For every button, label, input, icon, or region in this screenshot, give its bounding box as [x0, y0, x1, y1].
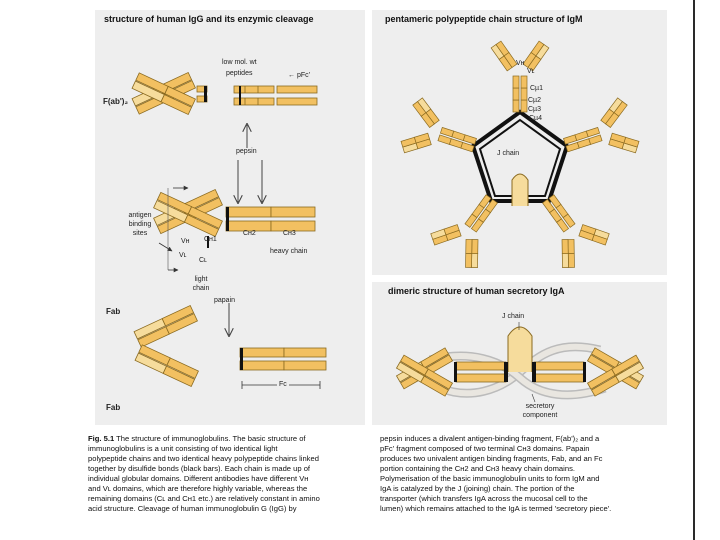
fc-disulfide [240, 348, 243, 370]
component-label: component [522, 412, 558, 419]
igm-monomer-unit [400, 97, 477, 154]
ch3-label: Cʜ3 [283, 230, 296, 237]
iga-j-chain-label: J chain [502, 313, 525, 320]
igm-cu4-label: Cµ4 [529, 115, 542, 122]
igm-cu3-label: Cµ3 [528, 106, 541, 113]
page-edge-rule [693, 0, 695, 540]
ch1-label: Cʜ1 [204, 236, 217, 243]
caption-left-line-1: immunoglobulins is a unit consisting of … [88, 444, 278, 453]
fab-bottom-label: Fab [106, 403, 121, 412]
igm-panel-title: pentameric polypeptide chain structure o… [385, 14, 583, 24]
igm-vh-label: Vʜ [516, 60, 525, 67]
igg-panel-title: structure of human IgG and its enzymic c… [104, 14, 314, 24]
igm-monomer-unit [542, 194, 610, 268]
fc-label: Fc [277, 381, 289, 389]
cl-label: Cʟ [199, 257, 207, 264]
low-mol-wt-peptides [233, 85, 275, 106]
igm-units [400, 40, 640, 268]
igm-j-chain-label: J chain [497, 150, 520, 157]
caption-right-line-7: lumen) which remains attached to the IgA… [380, 504, 612, 513]
binding-label: binding [128, 221, 152, 228]
caption-left-line-3: together by disulfide bonds (black bars)… [88, 464, 311, 473]
fab2-label: F(ab')₂ [103, 97, 129, 106]
fab-top-label: Fab [106, 307, 121, 316]
heavy-chain-label: heavy chain [270, 248, 308, 255]
caption-left: Fig. 5.1 The structure of immunoglobulin… [88, 434, 368, 514]
caption-right-line-4: Polymerisation of the basic immunoglobul… [380, 474, 600, 483]
vh-label: Vʜ [181, 238, 190, 245]
caption-right-line-0: pepsin induces a divalent antigen-bindin… [380, 434, 600, 443]
chain-label: chain [192, 285, 210, 292]
caption-left-line-5: and Vʟ domains, which are therefore high… [88, 484, 308, 493]
ch2-label: Cʜ2 [243, 230, 256, 237]
secretory-pointer [531, 393, 536, 403]
caption-fig-number: Fig. 5.1 [88, 434, 115, 443]
caption-left-line-2: polypeptide chains and two identical hea… [88, 454, 319, 463]
secretory-component-ribbon-2-fill [429, 353, 606, 398]
igm-vl-label: Vʟ [527, 68, 535, 75]
pfc-fragment [276, 85, 318, 106]
vl-label: Vʟ [179, 252, 187, 259]
fab2-fragment [131, 71, 208, 116]
fc-fragment [239, 347, 327, 371]
caption-left-line-0: The basic structure of [232, 434, 306, 443]
binding-site-arrow-bottom [158, 242, 173, 252]
caption-title: The structure of immunoglobulins. [116, 434, 231, 443]
pfc-label: ← pFc' [288, 72, 310, 79]
low-mol-wt-label: low mol. wt [222, 59, 257, 66]
iga-panel-title: dimeric structure of human secretory IgA [388, 286, 565, 296]
igg-molecule [153, 188, 316, 238]
caption-left-line-6: remaining domains (Cʟ and Cʜ1 etc.) are … [88, 494, 320, 503]
igm-pentamer [470, 109, 570, 206]
igm-j-chain [511, 173, 529, 206]
secretory-label: secretory [525, 403, 555, 410]
pepsin-label: pepsin [236, 148, 257, 155]
light-label: light [194, 276, 208, 283]
igm-cu1-label: Cµ1 [530, 85, 543, 92]
caption-right-line-5: IgA is catalyzed by the J (joining) chai… [380, 484, 575, 493]
igm-monomer-unit [490, 40, 550, 113]
igm-monomer-unit [563, 97, 640, 154]
peptides-label: peptides [226, 70, 253, 77]
caption-right-line-2: produces two univalent antigen binding f… [380, 454, 603, 463]
caption-left-line-4: individual globular domains. Different a… [88, 474, 309, 483]
peptide-disulfide [239, 86, 241, 105]
caption-right-line-1: pFc' fragment composed of two terminal C… [380, 444, 590, 453]
fab-fragment-top [133, 304, 198, 348]
caption-left-line-7: acid structure. Cleavage of human immuno… [88, 504, 297, 513]
igm-cu2-label: Cµ2 [528, 97, 541, 104]
fab-fragment-bottom [134, 344, 199, 388]
sites-label: sites [132, 230, 148, 237]
igm-monomer-unit [430, 194, 498, 268]
fab2-disulfide [204, 86, 207, 102]
caption-right-line-6: transporter (which transfers IgA across … [380, 494, 588, 503]
igg-hinge-disulfide [226, 207, 229, 231]
iga-dimer [395, 322, 645, 403]
caption-right-line-3: portion containing the Cʜ2 and Cʜ3 heavy… [380, 464, 575, 473]
iga-j-chain [507, 326, 533, 372]
antigen-label: antigen [128, 212, 152, 219]
papain-label: papain [214, 297, 236, 304]
caption-right: pepsin induces a divalent antigen-bindin… [380, 434, 685, 514]
